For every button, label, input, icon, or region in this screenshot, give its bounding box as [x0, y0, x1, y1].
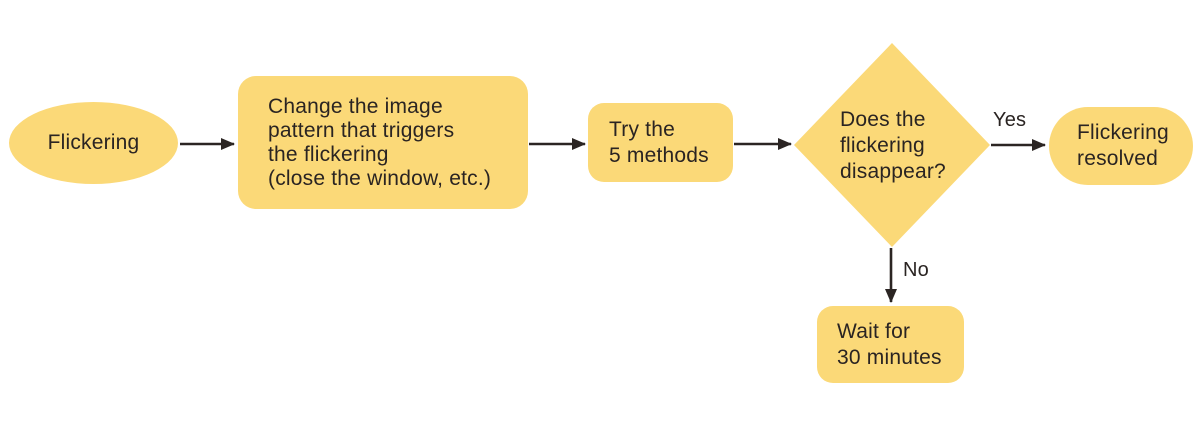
node-resolved-line: resolved [1077, 147, 1158, 170]
node-try-5-methods: Try the 5 methods [588, 103, 733, 182]
decision-diamond-shape [794, 43, 990, 247]
node-change-line: (close the window, etc.) [268, 166, 492, 190]
node-flickering-resolved: Flickering resolved [1049, 107, 1193, 185]
node-decision-line: Does the [840, 108, 926, 131]
node-wait-line: Wait for [837, 319, 911, 343]
node-start-flickering: Flickering [9, 102, 178, 184]
node-change-line: pattern that triggers [268, 118, 455, 142]
node-start-label: Flickering [47, 131, 140, 154]
node-change-line: the flickering [268, 142, 389, 166]
node-decision-line: flickering [840, 134, 925, 157]
edge-label-no: No [903, 259, 929, 281]
node-decision-label: Does the flickering disappear? [840, 107, 946, 185]
node-change-line: Change the image [268, 94, 443, 118]
node-wait-30-minutes: Wait for 30 minutes [817, 306, 964, 383]
edge-label-yes: Yes [993, 109, 1027, 131]
node-resolved-line: Flickering [1077, 121, 1169, 144]
node-try-line: 5 methods [609, 143, 709, 167]
node-try-line: Try the [609, 117, 675, 141]
node-change-image-pattern: Change the image pattern that triggers t… [238, 76, 528, 209]
node-wait-line: 30 minutes [837, 345, 942, 369]
node-decision-line: disappear? [840, 160, 946, 183]
